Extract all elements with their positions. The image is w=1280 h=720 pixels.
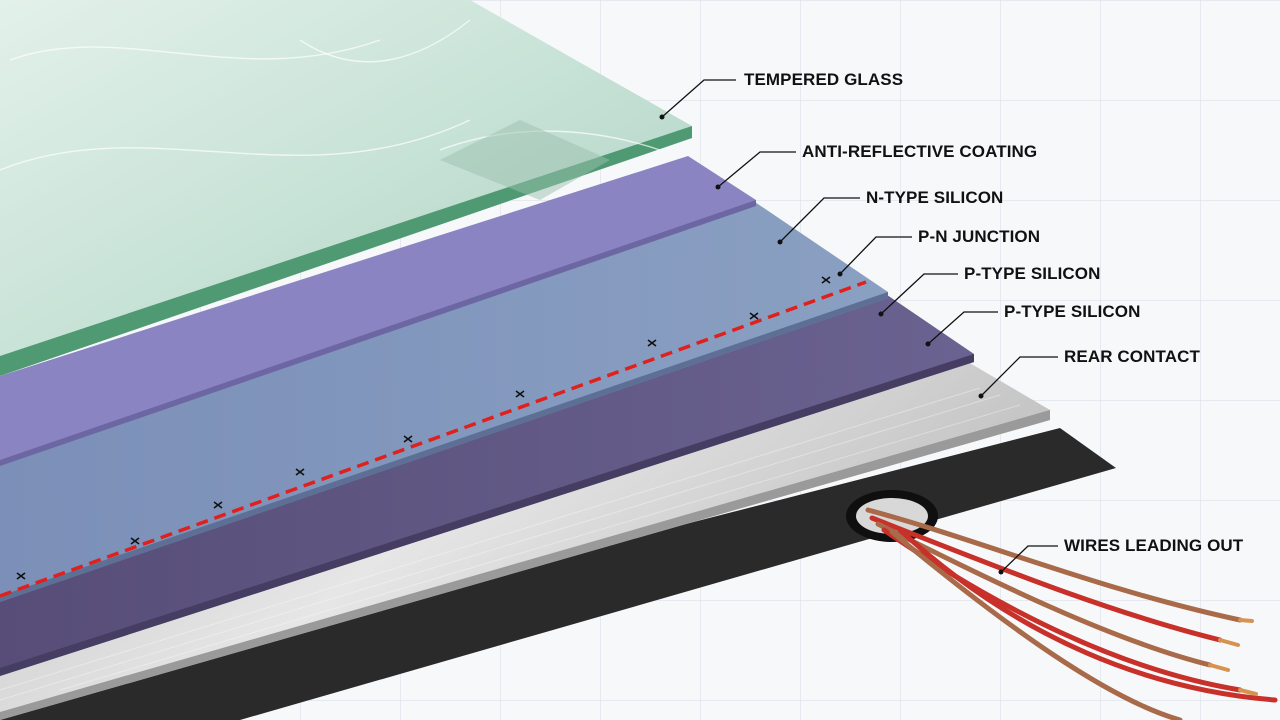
n-type-silicon-edge bbox=[0, 292, 888, 602]
wires-bundle bbox=[865, 507, 1278, 720]
anti-reflective-coating-edge bbox=[0, 200, 756, 466]
leader-tempered-glass bbox=[661, 79, 736, 118]
label-p-type-silicon-2: P-TYPE SILICON bbox=[1004, 302, 1141, 321]
anti-reflective-coating-layer bbox=[0, 156, 756, 466]
rear-contact-brush-lines bbox=[0, 387, 1021, 701]
p-type-silicon-layer bbox=[0, 282, 974, 676]
junction-markers bbox=[16, 276, 831, 580]
leader-lines bbox=[661, 79, 1058, 573]
label-p-n-junction: P-N JUNCTION bbox=[918, 227, 1041, 246]
leader-p-type-silicon-1 bbox=[880, 273, 958, 315]
label-p-type-silicon-1: P-TYPE SILICON bbox=[964, 264, 1101, 283]
glass-reflections bbox=[0, 19, 661, 171]
leader-p-type-silicon-2 bbox=[927, 311, 998, 345]
glass-reflection-shape bbox=[440, 120, 610, 200]
tempered-glass-layer bbox=[0, 0, 692, 376]
label-rear-contact: REAR CONTACT bbox=[1064, 347, 1200, 366]
wire-3 bbox=[875, 521, 1213, 668]
rear-contact-layer bbox=[0, 362, 1050, 720]
leader-wires-leading-out bbox=[1000, 545, 1058, 573]
wire-copper-tips bbox=[1208, 618, 1258, 696]
n-type-silicon-layer bbox=[0, 200, 888, 602]
label-anti-reflective-coating: ANTI-REFLECTIVE COATING bbox=[802, 142, 1038, 161]
label-wires-leading-out: WIRES LEADING OUT bbox=[1064, 536, 1244, 555]
wire-5 bbox=[889, 529, 1183, 720]
label-tempered-glass: TEMPERED GLASS bbox=[744, 70, 904, 89]
leader-anti-reflective-coating bbox=[717, 151, 796, 188]
p-type-silicon-edge bbox=[0, 354, 974, 676]
wire-6 bbox=[897, 527, 1278, 703]
wire-2 bbox=[869, 515, 1223, 643]
leader-dots bbox=[659, 114, 1004, 575]
leader-n-type-silicon bbox=[779, 197, 860, 243]
wire-1 bbox=[865, 507, 1243, 623]
p-n-junction-line bbox=[0, 280, 867, 598]
label-n-type-silicon: N-TYPE SILICON bbox=[866, 188, 1004, 207]
leader-rear-contact bbox=[980, 356, 1058, 397]
rear-contact-edge bbox=[0, 410, 1050, 720]
backsheet-layer bbox=[0, 428, 1116, 720]
leader-p-n-junction bbox=[839, 236, 912, 275]
